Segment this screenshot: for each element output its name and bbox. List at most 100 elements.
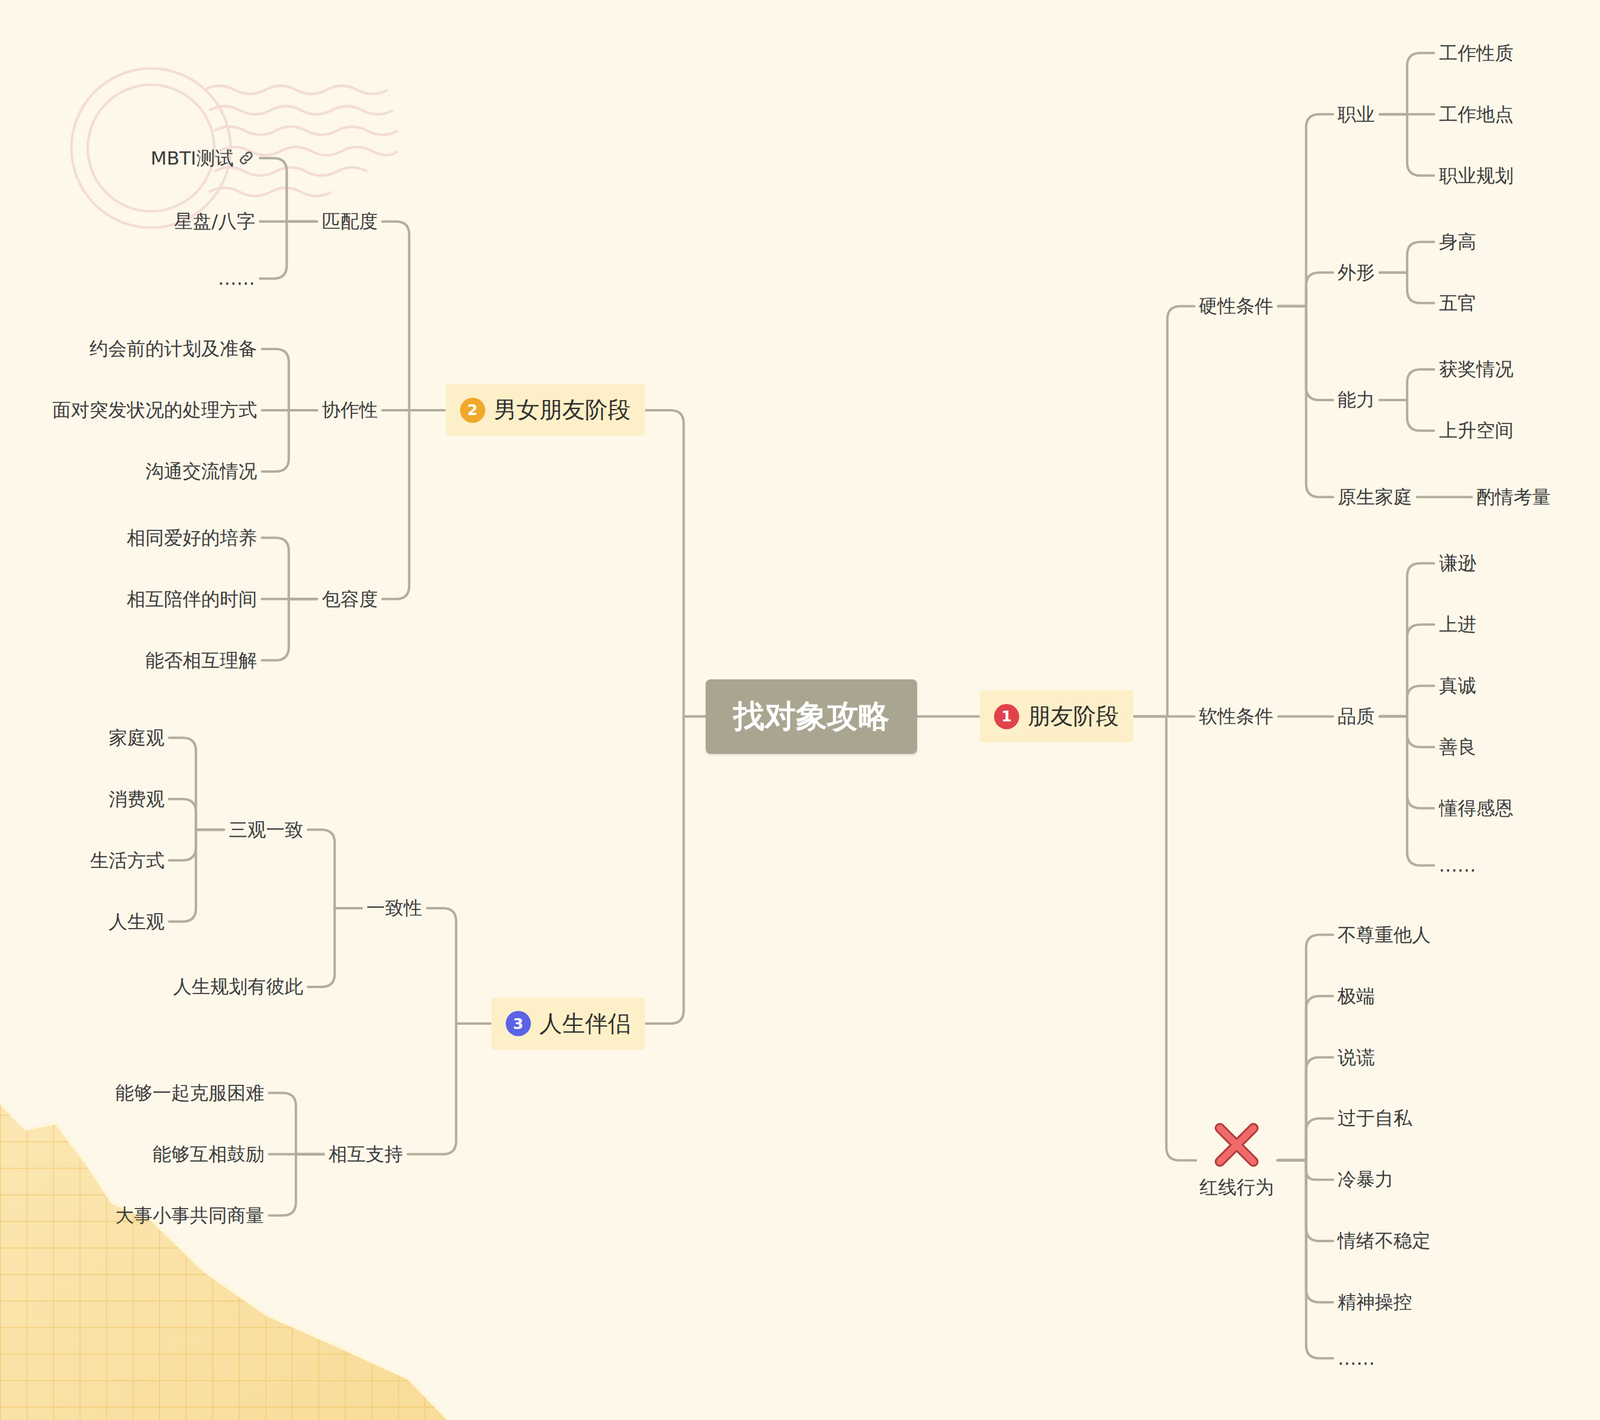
topic-node: 懂得感恩 xyxy=(1434,794,1519,822)
topic-text: 相互支持 xyxy=(328,1142,404,1166)
topic-text: …… xyxy=(1439,854,1477,877)
topic-node: 职业 xyxy=(1332,100,1380,128)
branch-connector xyxy=(261,598,317,661)
topic-node: 能够互相鼓励 xyxy=(147,1140,270,1168)
topic-node: 身高 xyxy=(1434,228,1482,256)
topic-text: 工作地点 xyxy=(1439,103,1514,126)
topic-node: 沟通交流情况 xyxy=(140,457,262,485)
cross-icon xyxy=(1212,1120,1261,1169)
stage-text: 朋友阶段 xyxy=(1027,700,1119,732)
topic-node: MBTI测试 xyxy=(145,144,261,172)
branch-connector xyxy=(1277,934,1333,1160)
branch-connector xyxy=(1379,685,1434,717)
torn-paper xyxy=(0,1102,450,1420)
badge-number: 2 xyxy=(460,397,486,423)
topic-text: 包容度 xyxy=(321,587,378,611)
root-topic: 找对象攻略 xyxy=(705,679,918,754)
branch-connector xyxy=(261,537,317,599)
topic-text: …… xyxy=(218,267,256,290)
topic-node: 五官 xyxy=(1434,289,1482,317)
topic-text: 懂得感恩 xyxy=(1439,796,1514,820)
topic-node: 人生规划有彼此 xyxy=(168,972,309,1000)
topic-text: 相同爱好的培养 xyxy=(126,526,258,549)
topic-node: 生活方式 xyxy=(85,846,170,874)
topic-node: 大事小事共同商量 xyxy=(110,1201,270,1229)
stage-text: 男女朋友阶段 xyxy=(493,394,631,426)
branch-connector xyxy=(1379,369,1434,400)
topic-text: 生活方式 xyxy=(90,849,165,872)
topic-text: 工作性质 xyxy=(1439,42,1514,65)
topic-node: 上升空间 xyxy=(1434,416,1519,444)
topic-node: 消费观 xyxy=(103,785,170,813)
topic-node: 硬性条件 xyxy=(1193,292,1279,320)
topic-node: 协作性 xyxy=(317,396,383,424)
topic-text: 不尊重他人 xyxy=(1337,923,1431,946)
stage-box: 2 男女朋友阶段 xyxy=(445,383,646,437)
branch-connector xyxy=(1277,1118,1333,1161)
branch-connector xyxy=(269,1093,324,1155)
branch-connector xyxy=(1379,272,1434,304)
topic-text: 软性条件 xyxy=(1198,705,1274,728)
topic-node: 工作性质 xyxy=(1434,39,1519,67)
stage-box: 1 朋友阶段 xyxy=(979,690,1134,743)
branch-connector xyxy=(407,1023,492,1154)
topic-node: 上进 xyxy=(1434,610,1482,638)
topic-text: 获奖情况 xyxy=(1439,357,1514,381)
topic-node: 能力 xyxy=(1332,386,1380,414)
topic-node: 能否相互理解 xyxy=(140,646,262,674)
branch-connector xyxy=(382,221,446,411)
topic-text: 真诚 xyxy=(1439,674,1477,697)
branch-connector xyxy=(1379,563,1434,717)
topic-node: 获奖情况 xyxy=(1434,355,1519,383)
branch-connector xyxy=(645,716,706,1024)
branch-connector xyxy=(261,410,317,472)
branch-connector xyxy=(261,348,317,411)
topic-node: 情绪不稳定 xyxy=(1332,1227,1436,1255)
topic-text: …… xyxy=(1337,1347,1375,1370)
topic-text: 冷暴力 xyxy=(1337,1168,1394,1191)
topic-node: 一致性 xyxy=(361,894,428,922)
topic-node: 极端 xyxy=(1332,982,1380,1010)
branch-connector xyxy=(1278,306,1333,498)
branch-connector xyxy=(1379,400,1434,431)
branch-connector xyxy=(917,715,980,718)
topic-text: 善良 xyxy=(1439,735,1477,758)
topic-node: 相同爱好的培养 xyxy=(121,524,262,552)
branch-connector xyxy=(260,221,318,279)
branch-connector xyxy=(1277,1057,1333,1161)
topic-node: 面对突发状况的处理方式 xyxy=(47,396,262,424)
topic-text: 家庭观 xyxy=(108,726,165,749)
topic-node: …… xyxy=(1434,851,1482,879)
topic-text: MBTI测试 xyxy=(150,147,234,170)
branch-connector xyxy=(1416,495,1472,498)
branch-connector xyxy=(1379,114,1434,176)
branch-connector xyxy=(1278,114,1333,306)
topic-node: …… xyxy=(213,264,261,292)
branch-connector xyxy=(427,908,491,1024)
topic-text: 三观一致 xyxy=(228,818,304,841)
branch-connector xyxy=(260,157,318,222)
badge-number: 3 xyxy=(505,1010,531,1037)
branch-connector xyxy=(1278,715,1333,718)
topic-node: 外形 xyxy=(1332,258,1380,286)
topic-text: 说谎 xyxy=(1337,1046,1375,1069)
stage-text: 人生伴侣 xyxy=(539,1008,631,1040)
topic-text: 能够互相鼓励 xyxy=(152,1142,265,1166)
root-text: 找对象攻略 xyxy=(733,695,890,738)
topic-text: 一致性 xyxy=(366,896,423,919)
topic-node: 软性条件 xyxy=(1193,702,1279,730)
topic-node: 精神操控 xyxy=(1332,1288,1417,1316)
branch-connector xyxy=(1278,272,1333,307)
topic-text: 匹配度 xyxy=(321,210,378,233)
topic-node: …… xyxy=(1332,1344,1380,1372)
topic-text: 能否相互理解 xyxy=(145,649,258,672)
topic-node: 过于自私 xyxy=(1332,1104,1417,1132)
topic-text: 硬性条件 xyxy=(1198,294,1274,318)
topic-text: 协作性 xyxy=(321,398,378,422)
topic-text: 职业 xyxy=(1337,103,1375,126)
topic-text: 原生家庭 xyxy=(1337,485,1413,509)
topic-node: 匹配度 xyxy=(317,207,383,235)
badge-number: 1 xyxy=(993,703,1020,730)
topic-text: 外形 xyxy=(1337,261,1375,284)
topic-text: 酌情考量 xyxy=(1476,485,1551,509)
